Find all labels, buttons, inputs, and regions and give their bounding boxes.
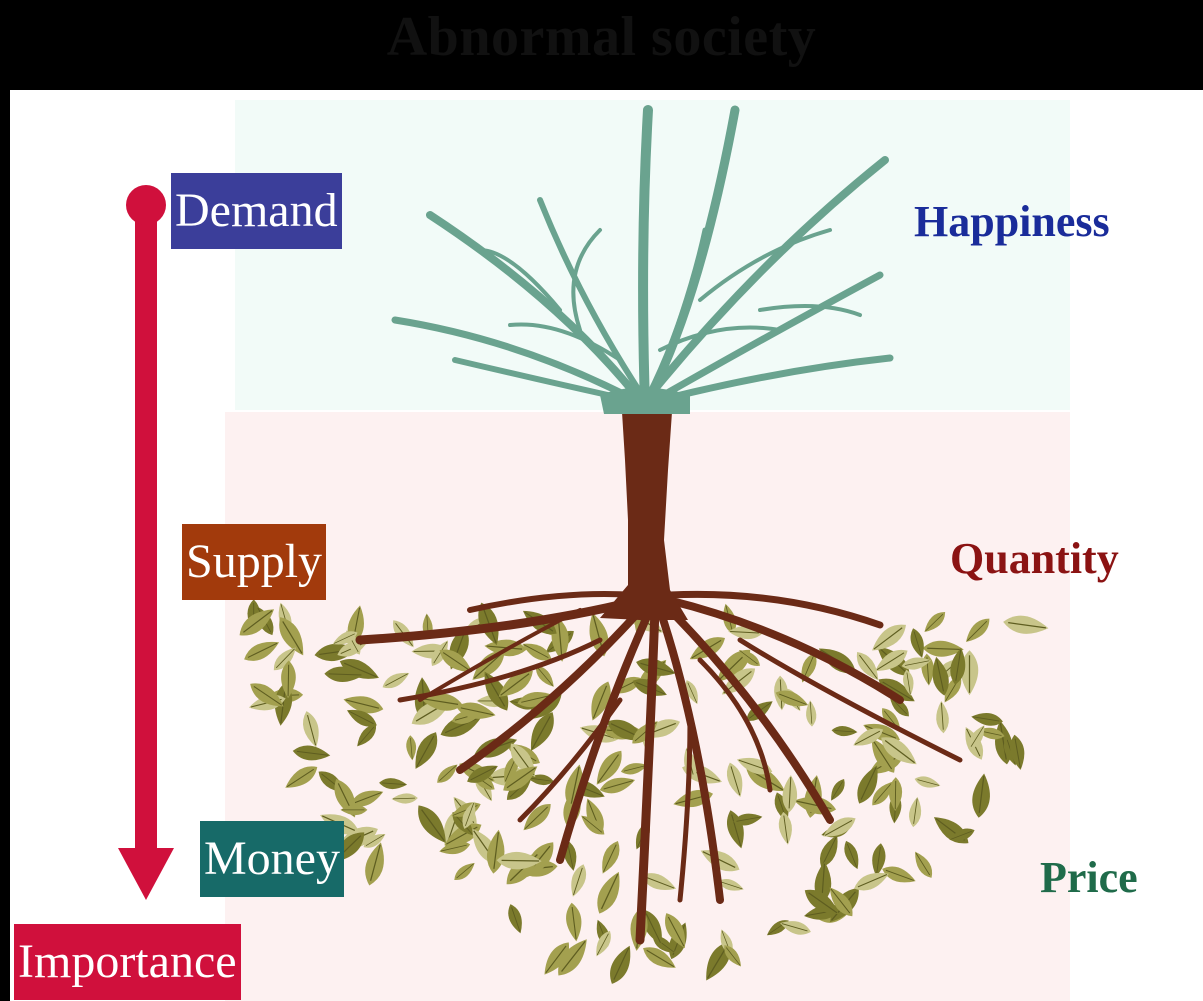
happiness-label: Happiness <box>914 196 1110 247</box>
quantity-label: Quantity <box>950 533 1119 584</box>
supply-label: Supply <box>182 524 326 600</box>
bare-branches-icon <box>395 110 890 405</box>
price-label: Price <box>1040 852 1138 903</box>
demand-label: Demand <box>171 173 342 249</box>
importance-label: Importance <box>14 924 241 1000</box>
trunk-icon <box>600 412 688 620</box>
diagram-title: Abnormal society <box>0 5 1203 69</box>
money-label: Money <box>200 821 344 897</box>
down-arrow-icon <box>118 185 174 900</box>
tree-collar <box>600 388 690 415</box>
